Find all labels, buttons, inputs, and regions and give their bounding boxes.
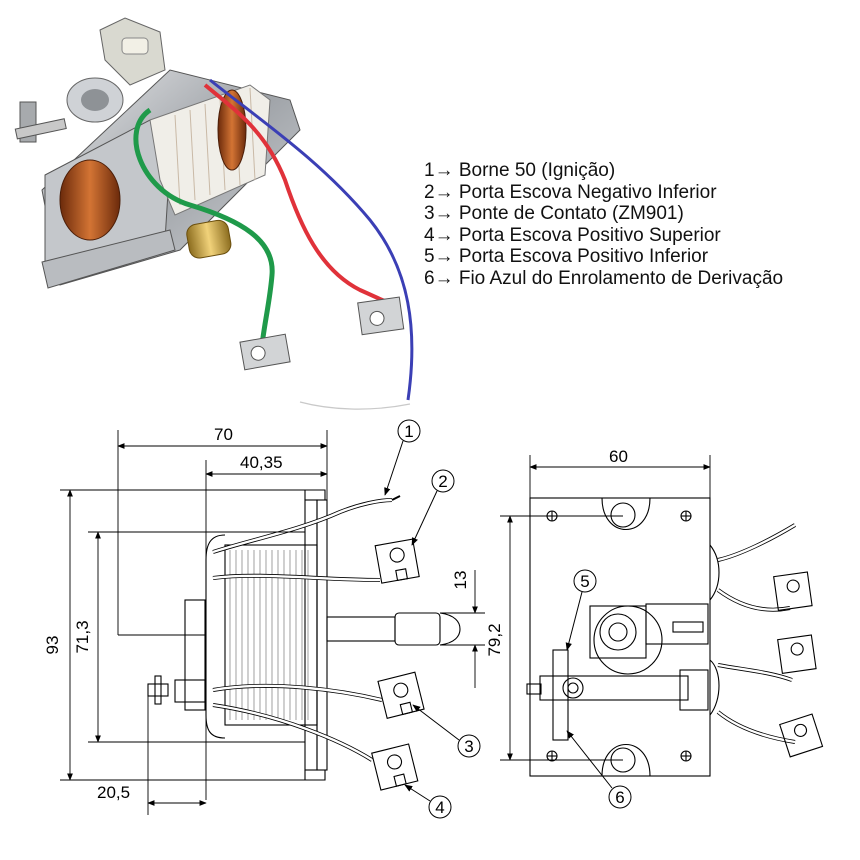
legend-item-3: 3→ Ponte de Contato (ZM901) xyxy=(424,203,783,225)
callout-labels: 1 2 3 4 5 6 xyxy=(404,422,624,817)
legend-num: 1 xyxy=(424,160,435,181)
dim-70-label: 70 xyxy=(214,425,233,444)
legend-text: Fio Azul do Enrolamento de Derivação xyxy=(458,267,784,289)
legend-num: 3 xyxy=(424,203,435,224)
legend-item-6: 6→ Fio Azul do Enrolamento de Derivação xyxy=(424,268,783,290)
legend-text: Ponte de Contato (ZM901) xyxy=(458,203,684,224)
dim-13-label: 13 xyxy=(451,571,470,590)
legend-num: 6 xyxy=(424,267,435,289)
legend-text: Porta Escova Negativo Inferior xyxy=(458,181,717,203)
arrow-icon: → xyxy=(434,224,454,246)
side-view-dimensions xyxy=(60,430,485,815)
arrow-icon: → xyxy=(434,246,454,267)
callout-1-label: 1 xyxy=(404,422,413,441)
legend-text: Porta Escova Positivo Superior xyxy=(458,224,721,246)
front-view-drawing xyxy=(526,497,824,777)
arrow-icon: → xyxy=(434,160,454,181)
legend-num: 5 xyxy=(424,246,435,267)
side-view-drawing xyxy=(118,489,461,791)
legend-num: 2 xyxy=(424,181,435,203)
solenoid-photo xyxy=(14,17,414,410)
dim-79-2-label: 79,2 xyxy=(485,623,504,656)
front-view-dimensions xyxy=(500,455,711,761)
callout-3-label: 3 xyxy=(464,737,473,756)
legend-item-4: 4→ Porta Escova Positivo Superior xyxy=(424,225,783,247)
callout-2-label: 2 xyxy=(438,472,447,491)
legend-text: Porta Escova Positivo Inferior xyxy=(458,246,709,267)
callout-6-label: 6 xyxy=(615,788,624,807)
dim-71-3-label: 71,3 xyxy=(73,620,92,653)
arrow-icon: → xyxy=(434,203,454,224)
front-view-dimension-labels: 60 79,2 xyxy=(485,447,628,657)
legend-text: Borne 50 (Ignição) xyxy=(458,160,616,181)
arrow-icon: → xyxy=(434,181,454,203)
dim-60-label: 60 xyxy=(609,447,628,466)
legend-item-5: 5→ Porta Escova Positivo Inferior xyxy=(424,246,783,268)
callouts xyxy=(384,419,632,819)
callout-4-label: 4 xyxy=(435,798,444,817)
dim-40-35-label: 40,35 xyxy=(240,453,283,472)
dim-20-5-label: 20,5 xyxy=(97,783,130,802)
parts-legend: 1→ Borne 50 (Ignição) 2→ Porta Escova Ne… xyxy=(424,160,783,289)
legend-num: 4 xyxy=(424,224,435,246)
side-view-dimension-labels: 70 40,35 93 71,3 13 20,5 xyxy=(43,425,470,802)
dim-93-label: 93 xyxy=(43,636,62,655)
legend-item-1: 1→ Borne 50 (Ignição) xyxy=(424,160,783,182)
legend-item-2: 2→ Porta Escova Negativo Inferior xyxy=(424,182,783,204)
arrow-icon: → xyxy=(434,267,454,289)
callout-5-label: 5 xyxy=(580,572,589,591)
